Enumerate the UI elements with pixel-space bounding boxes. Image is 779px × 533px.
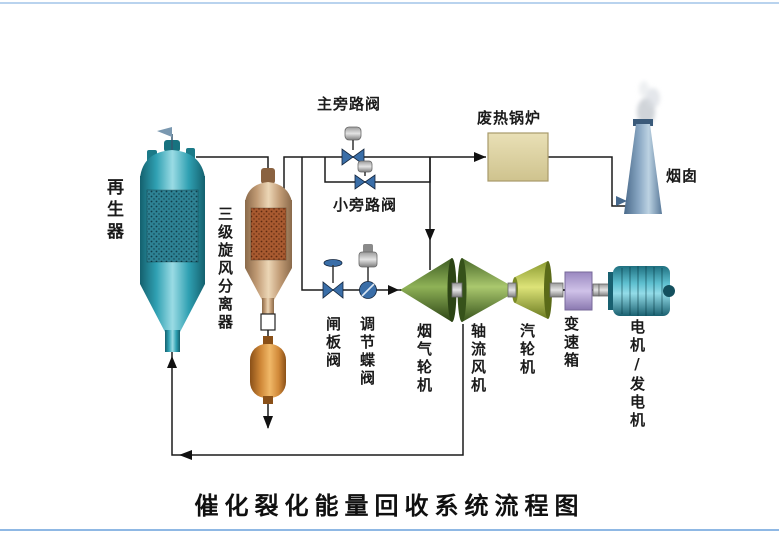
- cyclone-separator-label: 三级旋风分离器: [216, 206, 234, 332]
- top-border-line: [0, 2, 779, 4]
- regenerator-label: 再生器: [103, 178, 123, 244]
- chimney-shape: [616, 119, 662, 214]
- flow-arrows: [167, 152, 486, 460]
- cyclone-slide-valve: [260, 313, 276, 331]
- waste-heat-boiler-shape: [487, 132, 549, 182]
- regenerator-top-instrument: [157, 127, 173, 150]
- bottom-border-line: [0, 529, 779, 531]
- flue-gas-turbine-label: 烟气轮机: [415, 323, 433, 395]
- main-bypass-valve-icon: [341, 126, 365, 166]
- regenerator-vessel: [140, 127, 205, 352]
- axial-fan-label: 轴流风机: [469, 323, 487, 395]
- gearbox-label: 变速箱: [562, 316, 580, 370]
- pipe-lines: [171, 156, 626, 456]
- steam-turbine-label: 汽轮机: [518, 323, 536, 377]
- butterfly-valve-icon: [358, 244, 378, 299]
- gate-valve-icon: [322, 259, 344, 299]
- waste-heat-boiler-label: 废热锅炉: [477, 109, 542, 127]
- butterfly-valve-label: 调节蝶阀: [358, 316, 376, 388]
- chimney-label: 烟囱: [666, 167, 699, 185]
- diagram-title: 催化裂化能量回收系统流程图: [194, 491, 585, 520]
- main-bypass-valve-label: 主旁路阀: [317, 95, 382, 113]
- small-bypass-valve-icon: [354, 160, 376, 190]
- shaft-couplings: [451, 282, 600, 298]
- gearbox-shape: [564, 271, 593, 311]
- flue-gas-turbine-shape: [400, 258, 457, 322]
- motor-generator-label: 电机/发电机: [628, 319, 646, 430]
- motor-generator-shape: [598, 266, 675, 316]
- chimney-base-instrument: [616, 196, 627, 206]
- gate-valve-label: 闸板阀: [324, 316, 342, 370]
- small-bypass-valve-label: 小旁路阀: [333, 196, 398, 214]
- catalyst-hopper-vessel: [250, 336, 286, 404]
- axial-fan-shape: [457, 258, 510, 322]
- steam-turbine-shape: [512, 261, 552, 319]
- cyclone-separator-vessel: [245, 168, 292, 314]
